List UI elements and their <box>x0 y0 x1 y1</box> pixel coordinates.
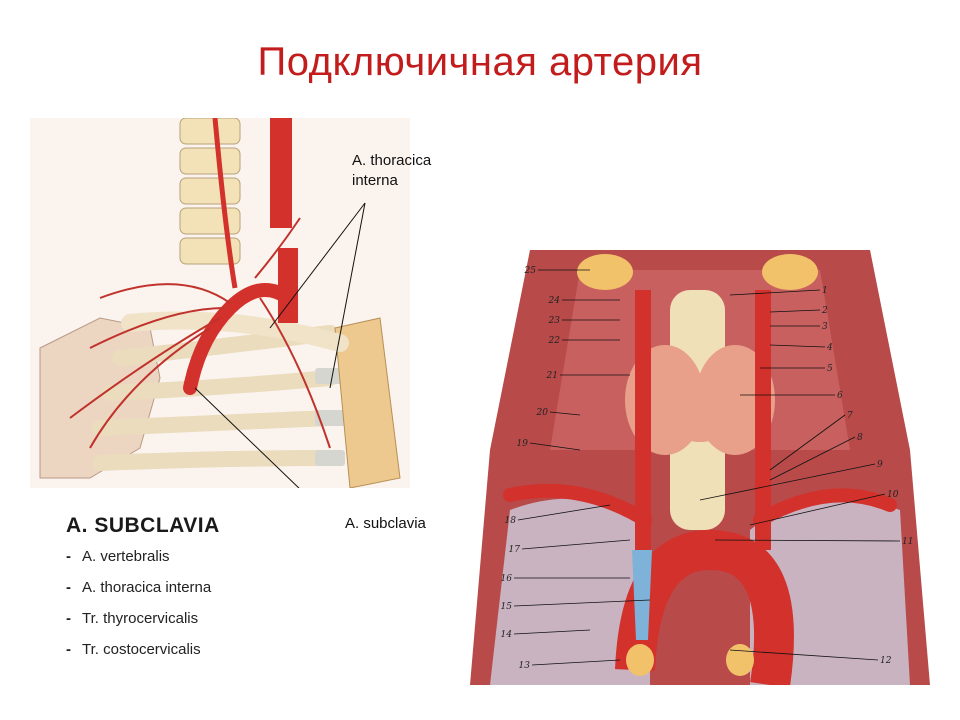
figure-number: 19 <box>517 439 529 449</box>
figure-number: 14 <box>501 630 513 640</box>
figure-number: 16 <box>501 574 513 584</box>
branch-item: -A. thoracica interna <box>66 579 326 610</box>
figure-number: 12 <box>880 656 892 666</box>
branch-item-label: Tr. costocervicalis <box>82 641 201 658</box>
bullet: - <box>66 579 71 596</box>
figure-number: 17 <box>509 545 521 555</box>
figure-number: 7 <box>847 411 853 421</box>
figure-number: 9 <box>877 460 883 470</box>
bullet: - <box>66 610 71 627</box>
figure-number: 22 <box>548 336 561 346</box>
callout-subclavia: A. subclavia <box>345 515 426 532</box>
figure-number: 18 <box>505 516 517 526</box>
figure-number: 11 <box>902 537 913 547</box>
branch-item: -Tr. costocervicalis <box>66 641 326 672</box>
callout-thoracica-line2: interna <box>352 172 398 189</box>
branch-item: -Tr. thyrocervicalis <box>66 610 326 641</box>
figure-number: 3 <box>822 322 828 332</box>
figure-number: 20 <box>536 408 549 418</box>
bullet: - <box>66 641 71 658</box>
figure-number: 13 <box>519 661 531 671</box>
neck-mediastinum-illustration: 25 24 23 22 21 20 19 18 17 16 15 14 13 1… <box>470 250 930 685</box>
branch-list-heading: A. SUBCLAVIA <box>66 514 220 537</box>
figure-number: 8 <box>857 433 863 443</box>
branch-items: -A. vertebralis -A. thoracica interna -T… <box>66 548 326 672</box>
bullet: - <box>66 548 71 565</box>
branch-item: -A. vertebralis <box>66 548 326 579</box>
figure-number: 6 <box>837 391 843 401</box>
figure-number: 25 <box>524 266 537 276</box>
figure-number: 2 <box>821 306 828 316</box>
figure-number: 24 <box>548 296 561 306</box>
callout-thoracica-interna: A. thoracica interna <box>352 151 431 191</box>
branch-list: A. SUBCLAVIA -A. vertebralis -A. thoraci… <box>66 514 326 672</box>
figure-number: 15 <box>501 602 513 612</box>
figure-number: 4 <box>826 343 833 353</box>
slide-title: Подключичная артерия <box>257 40 703 84</box>
callout-thoracica-line1: A. thoracica <box>352 152 432 169</box>
subclavian-artery-shoulder-illustration <box>30 118 410 488</box>
figure-number: 5 <box>827 364 833 374</box>
branch-item-label: A. thoracica interna <box>82 579 212 596</box>
figure-number: 10 <box>887 490 899 500</box>
figure-number: 1 <box>822 286 828 296</box>
figure-number: 23 <box>548 316 561 326</box>
branch-item-label: A. vertebralis <box>82 548 170 565</box>
branch-item-label: Tr. thyrocervicalis <box>82 610 199 627</box>
figure-number: 21 <box>546 371 558 381</box>
